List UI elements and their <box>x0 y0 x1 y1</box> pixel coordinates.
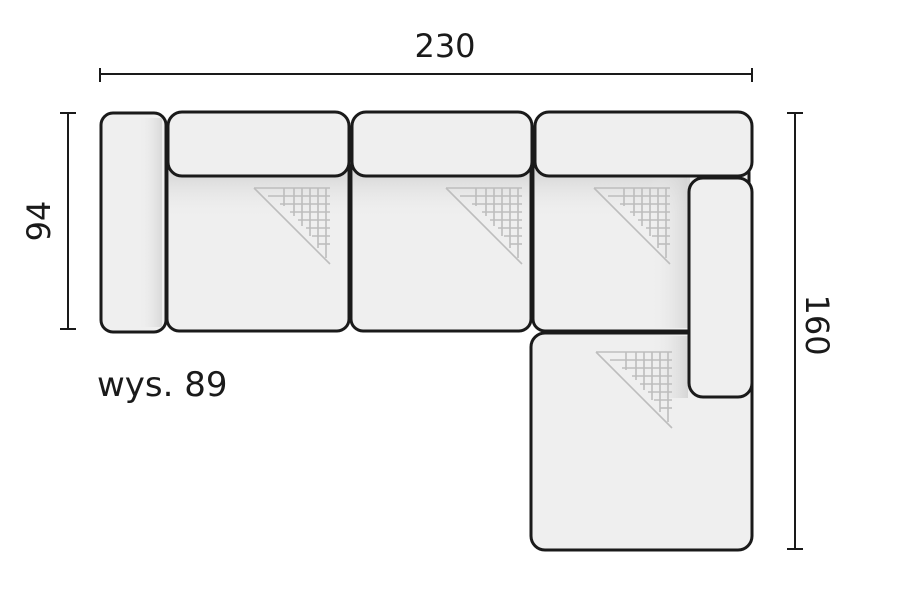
left-armrest-shadow <box>138 118 162 327</box>
back-cushion-3 <box>533 110 754 178</box>
side-back-cushion <box>687 176 754 399</box>
depth-dimension: 94 <box>20 112 76 330</box>
chaise-side-shadow <box>650 336 688 398</box>
back-cushion-2 <box>350 110 534 178</box>
length-dimension-label: 160 <box>798 294 836 355</box>
width-dimension: 230 <box>99 27 753 82</box>
length-dimension: 160 <box>787 112 836 550</box>
depth-dimension-label: 94 <box>20 201 58 242</box>
seat-2 <box>349 154 533 333</box>
height-note: wys. 89 <box>97 365 228 405</box>
width-dimension-label: 230 <box>414 27 475 65</box>
sofa <box>99 110 754 552</box>
left-armrest <box>99 111 168 334</box>
seat-1 <box>165 154 351 333</box>
back-cushion-1 <box>166 110 351 178</box>
